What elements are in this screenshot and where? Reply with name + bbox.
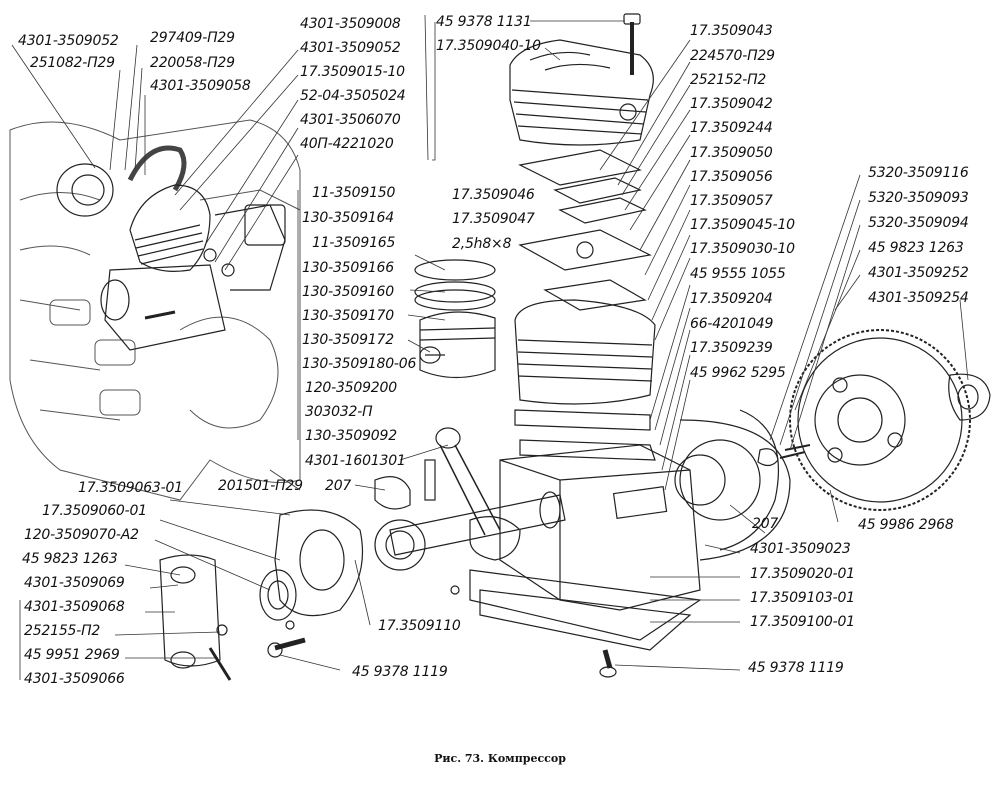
part-label: 252155-П2 — [24, 623, 101, 639]
figure-caption: Рис. 73. Компрессор — [434, 752, 566, 765]
part-label: 251082-П29 — [30, 55, 115, 71]
part-label: 5320-3509116 — [868, 165, 969, 181]
cylinder-head-drawing — [510, 13, 653, 145]
crankcase-drawing — [470, 420, 790, 650]
part-label: 17.3509043 — [690, 23, 773, 39]
part-label: 4301-3509008 — [300, 16, 401, 32]
part-label: 4301-3506070 — [300, 112, 401, 128]
part-label: 120-3509200 — [305, 380, 397, 396]
part-label: 297409-П29 — [150, 30, 235, 46]
part-label: 207 — [752, 516, 779, 532]
part-label: 17.3509020-01 — [750, 566, 855, 582]
part-label: 17.3509103-01 — [750, 590, 855, 606]
part-label: 2,5h8×8 — [452, 236, 512, 252]
part-label: 303032-П — [305, 404, 373, 420]
part-label: 45 9962 5295 — [690, 365, 786, 381]
part-label: 17.3509040-10 — [436, 38, 541, 54]
part-label: 17.3509015-10 — [300, 64, 405, 80]
part-label: 4301-3509023 — [750, 541, 851, 557]
part-label: 224570-П29 — [690, 48, 775, 64]
drive-gear-drawing — [720, 329, 990, 550]
part-label: 130-3509092 — [305, 428, 397, 444]
mounted-compressor-drawing — [56, 148, 285, 350]
part-label: 45 9986 2968 — [858, 517, 954, 533]
valve-plates-drawing — [520, 150, 650, 310]
part-label: 4301-1601301 — [305, 453, 406, 469]
part-label: 17.3509239 — [690, 340, 773, 356]
part-label: 4301-3509066 — [24, 671, 125, 687]
front-cover-drawing — [160, 510, 363, 680]
part-label: 4301-3509052 — [18, 33, 119, 49]
part-label: 17.3509100-01 — [750, 614, 855, 630]
part-label: 5320-3509094 — [868, 215, 969, 231]
part-label: 45 9951 2969 — [24, 647, 120, 663]
engine-block-drawing — [10, 120, 300, 500]
part-label: 201501-П29 — [218, 478, 303, 494]
part-label: 17.3509047 — [452, 211, 535, 227]
part-label: 45 9378 1119 — [352, 664, 448, 680]
part-label: 45 9823 1263 — [22, 551, 118, 567]
cylinder-block-drawing — [515, 300, 655, 460]
part-label: 5320-3509093 — [868, 190, 969, 206]
part-label: 11-3509165 — [312, 235, 396, 251]
piston-drawing — [414, 259, 496, 378]
part-label: 40П-4221020 — [300, 136, 394, 152]
part-label: 207 — [325, 478, 352, 494]
part-label: 17.3509057 — [690, 193, 773, 209]
part-label: 252152-П2 — [690, 72, 767, 88]
part-label: 4301-3509052 — [300, 40, 401, 56]
part-label: 17.3509042 — [690, 96, 773, 112]
part-label: 4301-3509058 — [150, 78, 251, 94]
part-label: 4301-3509068 — [24, 599, 125, 615]
part-label: 17.3509056 — [690, 169, 773, 185]
part-label: 130-3509160 — [302, 284, 394, 300]
part-label: 45 9378 1119 — [748, 660, 844, 676]
part-label: 130-3509170 — [302, 308, 394, 324]
part-label: 52-04-3505024 — [300, 88, 406, 104]
part-label: 45 9555 1055 — [690, 266, 786, 282]
part-label: 17.3509050 — [690, 145, 773, 161]
part-label: 17.3509110 — [378, 618, 461, 634]
part-label: 17.3509046 — [452, 187, 535, 203]
part-label: 130-3509164 — [302, 210, 394, 226]
part-label: 17.3509063-01 — [78, 480, 183, 496]
part-label: 11-3509150 — [312, 185, 396, 201]
part-label: 130-3509172 — [302, 332, 394, 348]
crankshaft-drawing — [374, 491, 565, 571]
leader-lines — [12, 15, 968, 680]
bolts-drawing — [267, 640, 617, 678]
part-label: 220058-П29 — [150, 55, 235, 71]
part-label: 45 9823 1263 — [868, 240, 964, 256]
part-label: 120-3509070-А2 — [24, 527, 139, 543]
part-label: 17.3509060-01 — [42, 503, 147, 519]
part-label: 4301-3509252 — [868, 265, 969, 281]
part-label: 66-4201049 — [690, 316, 774, 332]
part-label: 4301-3509254 — [868, 290, 969, 306]
connecting-rod-drawing — [375, 427, 520, 595]
part-label: 130-3509166 — [302, 260, 394, 276]
part-label: 45 9378 1131 — [436, 14, 532, 30]
part-label: 17.3509045-10 — [690, 217, 795, 233]
part-label: 130-3509180-06 — [302, 356, 417, 372]
part-label: 17.3509030-10 — [690, 241, 795, 257]
part-label: 17.3509204 — [690, 291, 773, 307]
part-label: 17.3509244 — [690, 120, 773, 136]
part-label: 4301-3509069 — [24, 575, 125, 591]
